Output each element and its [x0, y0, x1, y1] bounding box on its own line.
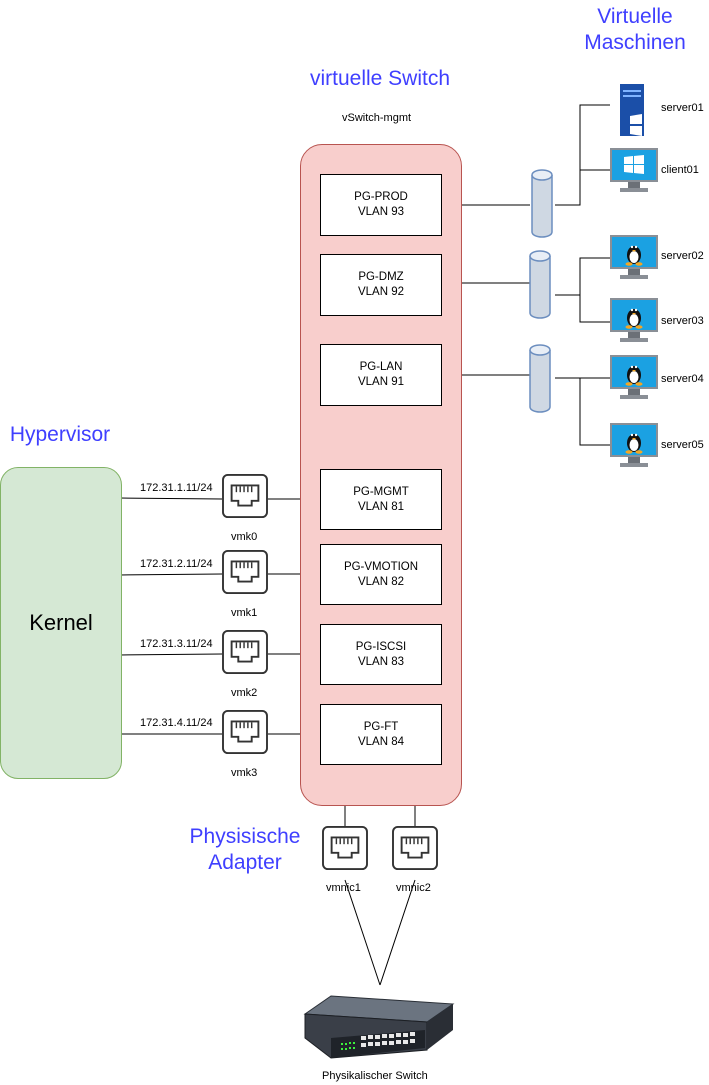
ethernet-port-icon — [392, 826, 438, 870]
vm-name: server04 — [661, 373, 704, 385]
vm-name: server03 — [661, 315, 704, 327]
port-group-vlan: VLAN 81 — [357, 500, 405, 513]
ethernet-port-icon — [222, 550, 268, 594]
vmnic-name: vmnic1 — [326, 882, 361, 894]
vmk-name: vmk3 — [231, 767, 258, 779]
port-group-dmz[interactable]: PG-DMZ VLAN 92 — [320, 254, 442, 316]
kernel-label: Kernel — [29, 610, 93, 635]
vmk-ip: 172.31.2.11/24 — [140, 558, 213, 570]
port-group-vmotion[interactable]: PG-VMOTION VLAN 82 — [320, 544, 442, 605]
port-group-vlan: VLAN 84 — [357, 735, 405, 748]
vm-name: server02 — [661, 250, 704, 262]
vmnic-name: vmnic2 — [396, 882, 431, 894]
port-group-name: PG-MGMT — [353, 485, 409, 498]
port-group-name: PG-PROD — [354, 191, 408, 203]
adapters-section-title: Physisische Adapter — [189, 825, 301, 874]
linux-monitor-icon — [610, 235, 658, 279]
vm-name: server05 — [661, 439, 704, 451]
port-group-vlan: VLAN 91 — [357, 376, 405, 388]
port-group-iscsi[interactable]: PG-ISCSI VLAN 83 — [320, 624, 442, 685]
port-group-ft[interactable]: PG-FT VLAN 84 — [320, 704, 442, 765]
vmk-name: vmk0 — [231, 531, 258, 543]
windows-monitor-icon — [610, 148, 658, 192]
vmk-name: vmk1 — [231, 607, 258, 619]
port-group-name: PG-ISCSI — [355, 640, 407, 653]
port-group-name: PG-LAN — [359, 361, 403, 373]
vmk-ip: 172.31.3.11/24 — [140, 638, 213, 650]
vm-name: client01 — [661, 164, 699, 176]
port-group-name: PG-FT — [363, 720, 399, 733]
port-group-vlan: VLAN 93 — [357, 206, 405, 218]
port-group-vlan: VLAN 83 — [357, 655, 405, 668]
linux-monitor-icon — [610, 355, 658, 399]
hypervisor-section-title: Hypervisor — [9, 423, 111, 446]
port-group-vlan: VLAN 92 — [357, 286, 405, 298]
vmk-ip: 172.31.1.11/24 — [140, 482, 213, 494]
port-group-name: PG-VMOTION — [343, 560, 419, 573]
vmk-name: vmk2 — [231, 687, 258, 699]
ethernet-port-icon — [222, 630, 268, 674]
port-group-vlan: VLAN 82 — [357, 575, 405, 588]
linux-monitor-icon — [610, 298, 658, 342]
port-group-cylinders — [529, 169, 553, 413]
windows-server-icon — [620, 84, 658, 136]
port-group-mgmt[interactable]: PG-MGMT VLAN 81 — [320, 469, 442, 530]
kernel-box: Kernel — [0, 467, 122, 779]
vmk-ip: 172.31.4.11/24 — [140, 717, 213, 729]
physical-switch-label: Physikalischer Switch — [322, 1070, 428, 1082]
port-group-lan[interactable]: PG-LAN VLAN 91 — [320, 344, 442, 406]
vm-name: server01 — [661, 102, 704, 114]
ethernet-port-icon — [222, 474, 268, 518]
linux-monitor-icon — [610, 423, 658, 467]
vm-section-title: Virtuelle Maschinen — [584, 5, 686, 54]
port-group-prod[interactable]: PG-PROD VLAN 93 — [320, 174, 442, 236]
physical-switch-icon — [303, 995, 455, 1059]
ethernet-port-icon — [222, 710, 268, 754]
vswitch-name: vSwitch-mgmt — [342, 112, 412, 124]
port-group-name: PG-DMZ — [358, 271, 404, 283]
vswitch-section-title: virtuelle Switch — [309, 67, 451, 90]
ethernet-port-icon — [322, 826, 368, 870]
